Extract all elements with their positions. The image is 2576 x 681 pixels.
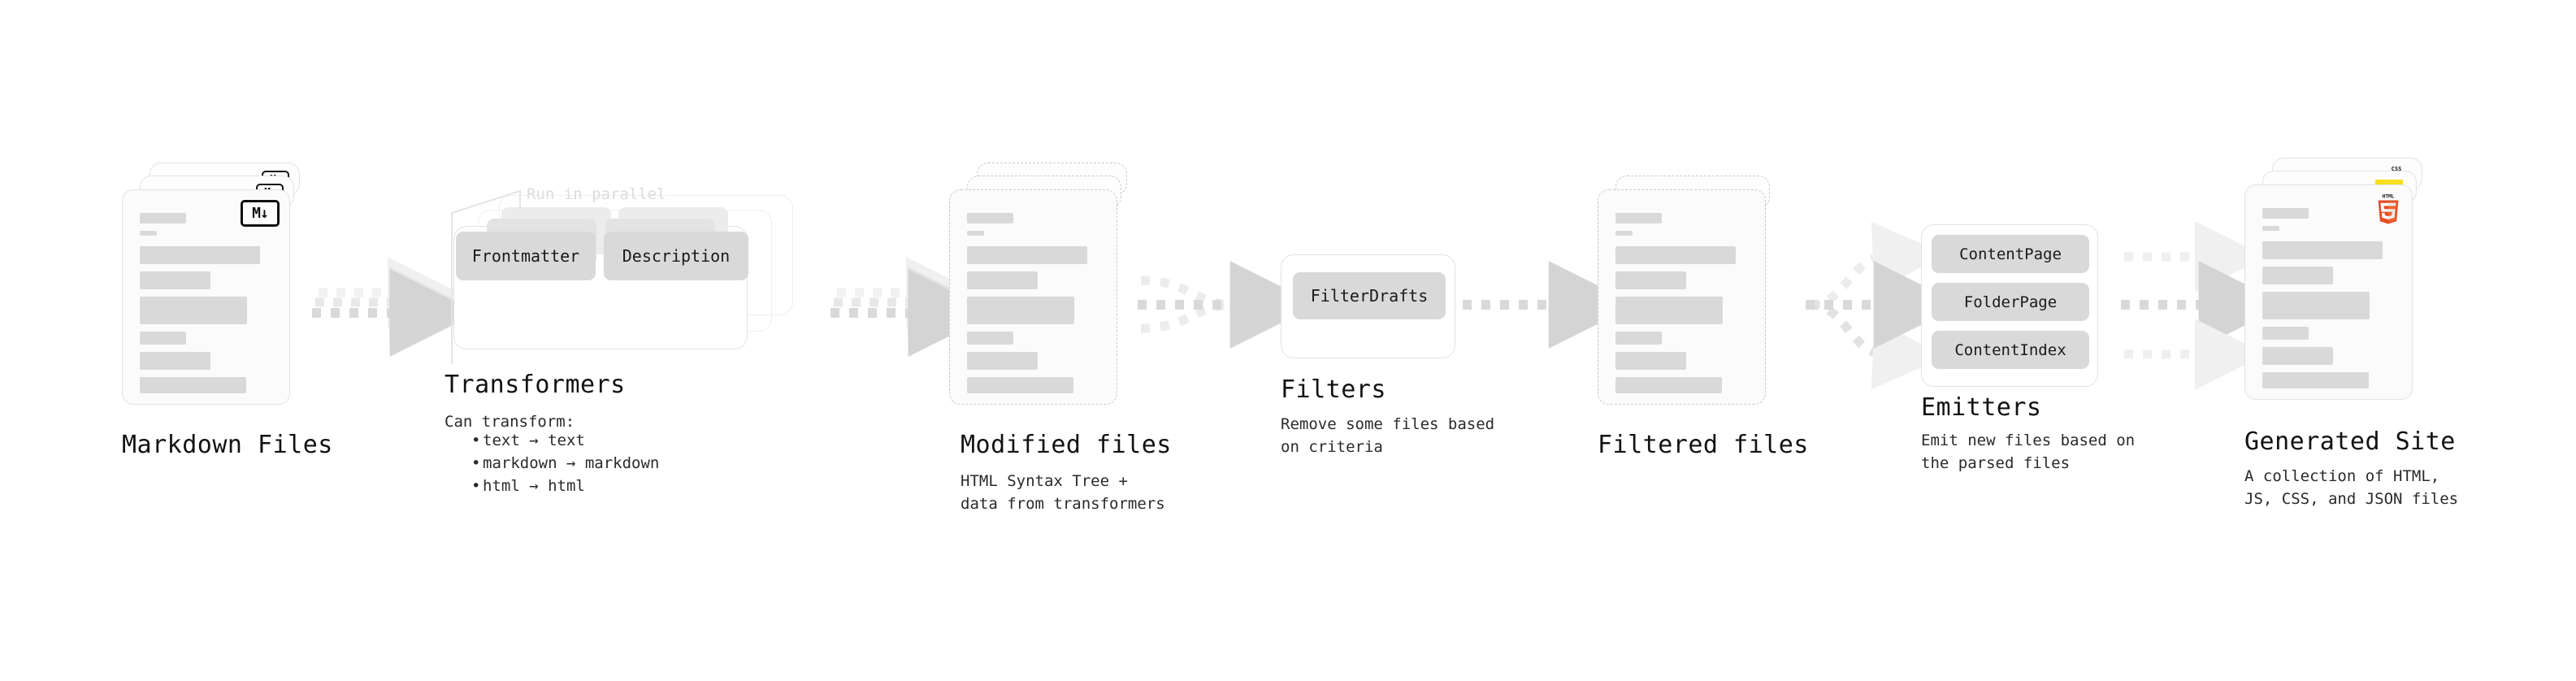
connector-md-to-transformers [312,257,478,357]
bullet-text: text → text [483,432,585,449]
skeleton-line [2262,208,2309,219]
emitter-chip-contentpage[interactable]: ContentPage [1932,235,2089,273]
skeleton-line [2262,327,2309,340]
filters-description: Remove some files based on criteria [1281,415,1495,457]
transformer-chip-description[interactable]: Description [604,232,748,280]
page-title-filters: Filters [1281,375,1386,404]
skeleton-lines [2262,208,2397,388]
skeleton-line [1615,297,1723,324]
skeleton-line [967,377,1073,393]
emitter-chip-folderpage[interactable]: FolderPage [1932,283,2089,321]
run-in-parallel-label: Run in parallel [527,185,666,203]
skeleton-line [967,271,1038,289]
skeleton-line [1615,352,1686,370]
list-item: •html → html [471,477,585,496]
css-badge-label: CSS [2391,166,2402,172]
skeleton-line [1615,271,1686,289]
filters-box[interactable]: FilterDrafts [1281,254,1455,358]
skeleton-line [140,271,210,289]
connector-emitters-to-site [2121,221,2287,390]
skeleton-line [967,213,1013,223]
emitters-box[interactable]: ContentPage FolderPage ContentIndex [1921,224,2098,387]
transformer-chip-frontmatter[interactable]: Frontmatter [456,232,596,280]
generated-site-description: A collection of HTML, JS, CSS, and JSON … [2244,467,2459,509]
transformers-bullet-list: •text → text •markdown → markdown •html … [455,429,659,497]
connector-modified-to-filters [1138,261,1318,349]
skeleton-line [1615,231,1633,236]
skeleton-line [1615,377,1722,393]
skeleton-lines [967,213,1102,393]
skeleton-line [967,297,1074,324]
skeleton-line [140,246,260,264]
page-title-transformers: Transformers [445,371,626,399]
page-title-emitters: Emitters [1921,393,2042,422]
skeleton-line [140,332,186,345]
filter-chip-filterdrafts[interactable]: FilterDrafts [1293,272,1446,319]
bullet-text: markdown → markdown [483,454,660,473]
skeleton-line [2262,267,2333,284]
html5-icon: HTML [2378,194,2399,224]
transformer-box-front[interactable]: Frontmatter Description [453,207,748,349]
skeleton-line [140,297,247,324]
skeleton-line [2262,226,2279,231]
skeleton-line [2262,347,2333,365]
skeleton-line [2262,241,2383,259]
skeleton-line [140,352,210,370]
skeleton-lines [1615,213,1750,393]
connector-filtered-to-emitters [1806,221,1962,390]
skeleton-line [967,352,1038,370]
bullet-text: html → html [483,477,585,496]
skeleton-line [1615,246,1736,264]
skeleton-line [1615,213,1662,223]
list-item: •markdown → markdown [471,454,660,473]
skeleton-line [140,377,246,393]
skeleton-line [2262,372,2369,388]
transformers-description: Can transform: [445,413,575,431]
page-title-markdown-files: Markdown Files [122,431,333,459]
site-card-front-html[interactable]: HTML [2244,184,2413,400]
skeleton-line [967,332,1013,345]
skeleton-lines [140,213,275,393]
skeleton-line [140,213,186,223]
modified-files-description: HTML Syntax Tree + data from transformer… [961,472,1165,514]
skeleton-line [967,231,984,236]
skeleton-line [967,246,1087,264]
modified-card-front[interactable] [949,189,1117,405]
emitters-description: Emit new files based on the parsed files [1921,432,2136,473]
skeleton-line [1615,332,1662,345]
page-title-generated-site: Generated Site [2244,427,2456,456]
emitter-chip-contentindex[interactable]: ContentIndex [1932,331,2089,369]
list-item: •text → text [471,432,585,449]
skeleton-line [2262,292,2370,319]
skeleton-line [140,231,157,236]
markdown-card-front[interactable]: M↓ [122,189,290,405]
page-title-filtered-files: Filtered files [1598,431,1809,459]
svg-text:HTML: HTML [2383,194,2395,200]
page-title-modified-files: Modified files [961,431,1172,459]
filtered-card-front[interactable] [1598,189,1766,405]
markdown-badge: M↓ [241,200,280,227]
connector-transformers-to-modified [830,257,996,357]
